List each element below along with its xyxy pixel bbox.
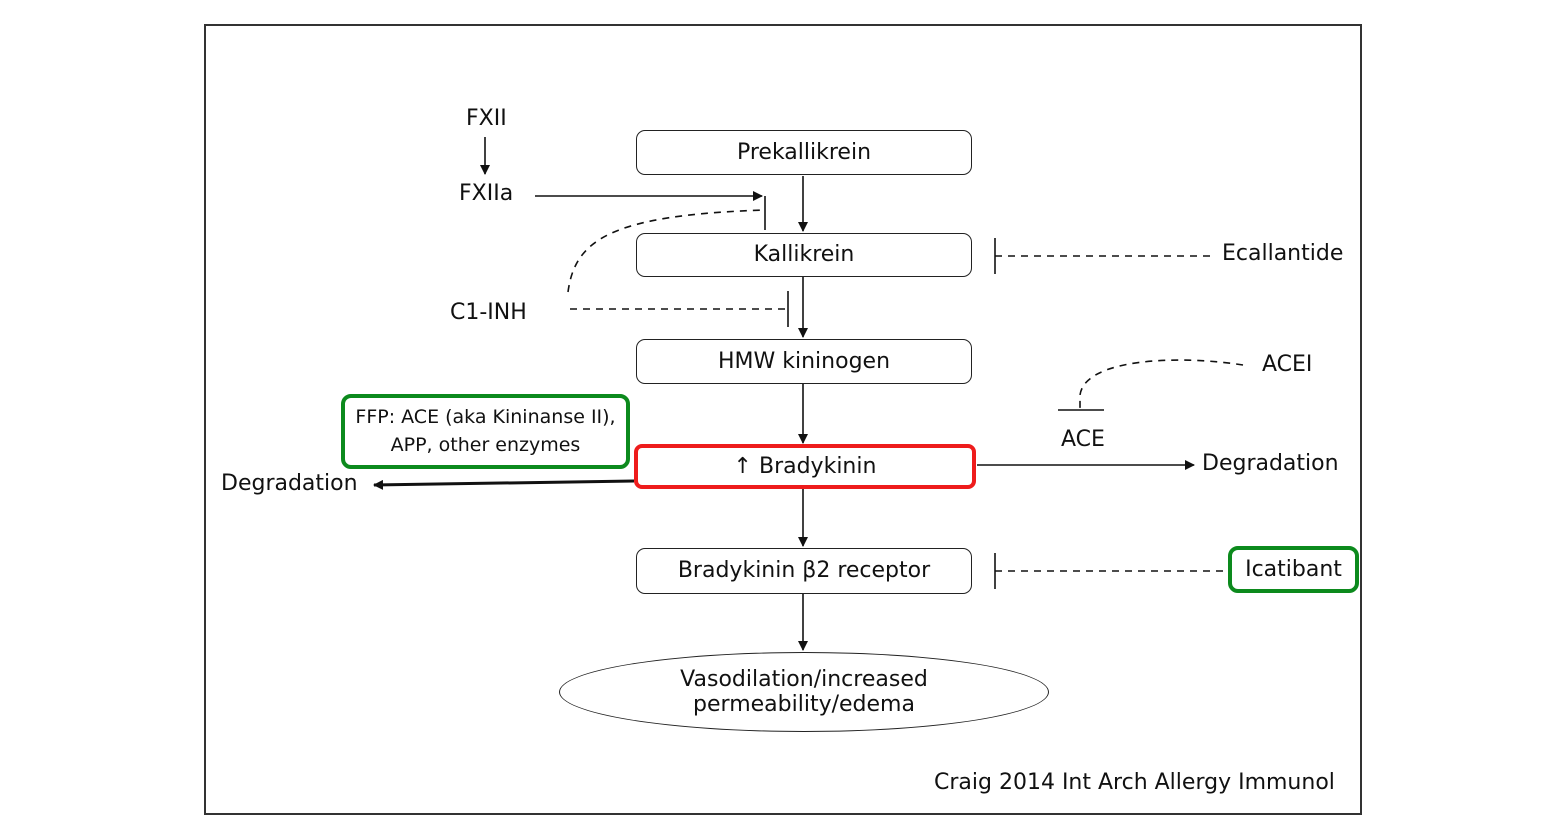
degradation-right-label: Degradation — [1202, 451, 1339, 476]
ffp-note-box: FFP: ACE (aka Kininanse II), APP, other … — [341, 394, 630, 469]
figure-frame — [204, 24, 1362, 815]
kallikrein-box: Kallikrein — [636, 233, 972, 277]
ecallantide-label: Ecallantide — [1222, 241, 1344, 266]
citation: Craig 2014 Int Arch Allergy Immunol — [934, 770, 1335, 795]
icatibant-box: Icatibant — [1228, 546, 1359, 593]
bradykinin-receptor-box: Bradykinin β2 receptor — [636, 548, 972, 594]
fxiia-label: FXIIa — [459, 181, 514, 206]
acei-label: ACEI — [1262, 352, 1313, 377]
ace-label: ACE — [1061, 427, 1105, 452]
hmw-kininogen-box: HMW kininogen — [636, 339, 972, 384]
outcome-line-1: Vasodilation/increased — [680, 666, 928, 692]
c1inh-label: C1-INH — [450, 300, 527, 325]
outcome-ellipse: Vasodilation/increased permeability/edem… — [559, 652, 1049, 732]
outcome-line-2: permeability/edema — [693, 692, 915, 717]
fxii-label: FXII — [466, 106, 507, 131]
ffp-line-1: FFP: ACE (aka Kininanse II), — [355, 405, 616, 428]
ffp-line-2: APP, other enzymes — [390, 433, 581, 456]
bradykinin-box: ↑ Bradykinin — [634, 444, 976, 489]
prekallikrein-box: Prekallikrein — [636, 130, 972, 175]
degradation-left-label: Degradation — [221, 471, 358, 496]
